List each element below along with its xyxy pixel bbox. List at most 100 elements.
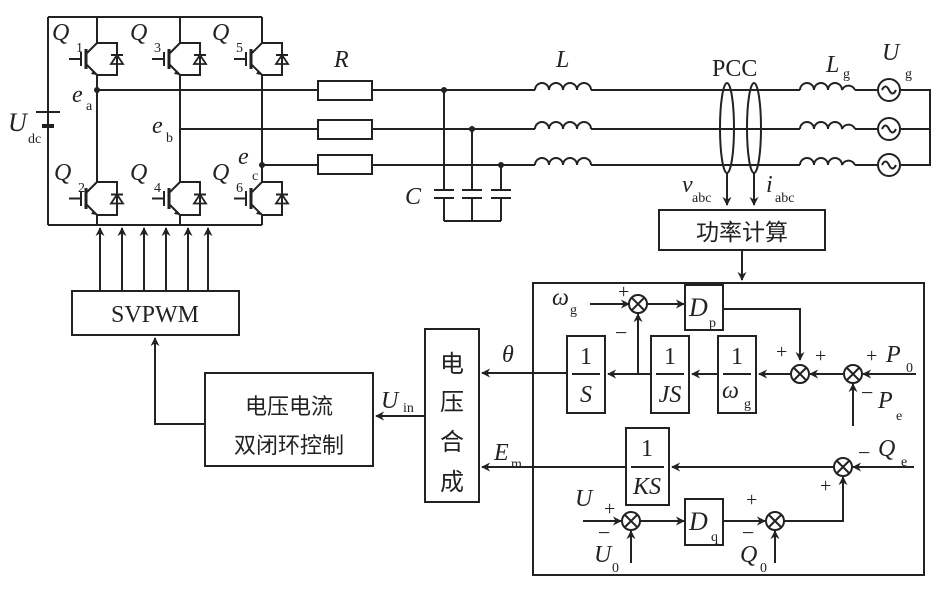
vabc-label: v: [682, 172, 693, 198]
dp-block[interactable]: D p: [684, 284, 724, 331]
q5-sub: 5: [236, 41, 243, 56]
synth-char-4: 成: [440, 468, 464, 496]
dq-sub: q: [711, 530, 718, 545]
resistors: R: [317, 47, 373, 175]
inv-ks-block[interactable]: 1 KS: [625, 427, 670, 506]
inv-s-den: S: [580, 382, 592, 408]
synth-char-3: 合: [440, 428, 464, 456]
ea-sub: a: [86, 99, 93, 114]
igbt-q5: [234, 42, 290, 76]
grid-sources: U g: [877, 40, 912, 177]
sum-p1: [790, 364, 810, 384]
inv-omega-sub: g: [744, 397, 751, 412]
dp-label: D: [688, 293, 708, 322]
u0-label: U: [594, 542, 613, 568]
q5-label: Q: [212, 20, 229, 46]
sum-u: [621, 511, 641, 531]
grid-neutral: [900, 89, 931, 166]
igbt-q6: [234, 181, 290, 216]
lg-sub: g: [843, 67, 850, 82]
sign-plus: +: [820, 475, 831, 497]
q0-label: Q: [740, 542, 757, 568]
udc-sub: dc: [28, 132, 41, 147]
inverter-bridge: U dc Q 1 Q 3 Q 5 Q 2 Q 4 Q 6 e a e: [8, 16, 290, 226]
sign-plus: +: [746, 489, 757, 511]
pcc-label: PCC: [712, 56, 757, 82]
dual-loop-to-svpwm: [150, 337, 205, 425]
ug-label: U: [882, 40, 901, 66]
sign-plus: +: [815, 345, 826, 367]
synth-char-2: 压: [440, 388, 464, 416]
q6-sub: 6: [236, 181, 243, 196]
sum-omega: [628, 294, 648, 314]
inv-s-num: 1: [580, 344, 592, 370]
inv-ks-den: KS: [632, 474, 661, 500]
svpwm-block[interactable]: SVPWM: [71, 290, 240, 336]
capacitors: C: [405, 87, 511, 222]
em-label: E: [493, 440, 509, 466]
inv-omega-block[interactable]: 1 ω g: [717, 335, 757, 414]
sum-p2: [843, 364, 863, 384]
lg-label: L: [825, 52, 839, 78]
inv-omega-den: ω: [722, 378, 739, 404]
ug-sub: g: [905, 67, 912, 82]
eb-label: e: [152, 113, 163, 139]
sum-q1: [833, 457, 853, 477]
resistor-b: [317, 119, 373, 140]
gate-signals: [95, 227, 213, 291]
inv-js-num: 1: [664, 344, 676, 370]
inv-js-block[interactable]: 1 JS: [650, 335, 690, 414]
dc-source: U dc: [8, 108, 60, 147]
uin-sub: in: [403, 401, 414, 416]
ac-source-a: [877, 78, 901, 102]
ec-label: e: [238, 144, 249, 170]
ec-sub: c: [252, 169, 258, 184]
dual-loop-line1: 电压电流: [245, 395, 333, 420]
sign-minus: −: [858, 440, 870, 465]
em-sub: m: [511, 457, 522, 472]
qe-label: Q: [878, 436, 895, 462]
inductor-b: [534, 121, 592, 130]
q6-label: Q: [212, 160, 229, 186]
c-label: C: [405, 184, 422, 210]
omega-g-sub: g: [570, 303, 577, 318]
q2-sub: 2: [78, 181, 85, 196]
q1-sub: 1: [76, 41, 83, 56]
dc-bus: [47, 16, 262, 226]
resistor-a: [317, 80, 373, 101]
voltage-synth-block[interactable]: 电 压 合 成: [424, 328, 480, 503]
sign-plus: +: [866, 345, 877, 367]
dq-block[interactable]: D q: [684, 498, 724, 546]
r-label: R: [333, 47, 349, 73]
inv-ks-num: 1: [641, 436, 653, 462]
pe-label: P: [877, 388, 893, 414]
dual-loop-block[interactable]: 电压电流 双闭环控制: [204, 372, 374, 467]
ea-label: e: [72, 82, 83, 108]
phase-lines: [97, 89, 931, 166]
eb-sub: b: [166, 131, 173, 146]
ac-source-b: [877, 117, 901, 141]
iabc-sub: abc: [775, 191, 794, 206]
dual-loop-line2: 双闭环控制: [234, 434, 344, 459]
sign-minus: −: [615, 320, 627, 345]
q2-label: Q: [54, 160, 71, 186]
iabc-label: i: [766, 172, 773, 198]
inv-js-den: JS: [659, 382, 682, 408]
sign-plus: +: [618, 281, 629, 303]
grid-inductors: L g: [799, 52, 856, 166]
udc-label: U: [8, 108, 29, 137]
power-calc-block[interactable]: 功率计算: [658, 209, 826, 251]
pcc-sensors: PCC v abc i abc: [682, 56, 794, 206]
uin-label: U: [381, 388, 400, 414]
sign-plus: +: [776, 341, 787, 363]
q4-label: Q: [130, 160, 147, 186]
sign-minus: −: [598, 520, 610, 545]
u0-sub: 0: [612, 561, 619, 576]
sign-plus: +: [604, 498, 615, 520]
vsg-controller: ω g + − D p 1 ω g + +: [532, 281, 925, 576]
inv-s-block[interactable]: 1 S: [566, 335, 606, 414]
omega-g-label: ω: [552, 285, 569, 311]
q4-sub: 4: [154, 181, 161, 196]
